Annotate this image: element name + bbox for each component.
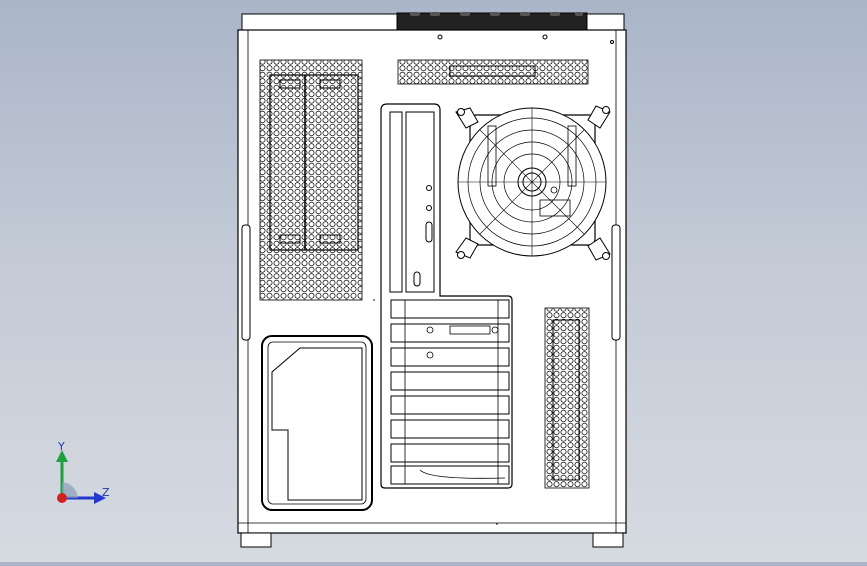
- foot-left: [240, 532, 272, 548]
- y-axis-label: Y: [57, 440, 65, 453]
- vent-left-top: [259, 59, 363, 301]
- vent-right-lower: [544, 307, 590, 489]
- vent-top-center: [397, 59, 589, 85]
- coordinate-triad: Y Z: [56, 440, 110, 504]
- z-axis-label: Z: [102, 486, 110, 499]
- foot-right: [592, 532, 624, 548]
- psu-opening: [261, 335, 373, 511]
- pc-case-model[interactable]: [237, 12, 627, 548]
- exhaust-fan: [455, 105, 611, 261]
- origin-marker: [57, 493, 67, 503]
